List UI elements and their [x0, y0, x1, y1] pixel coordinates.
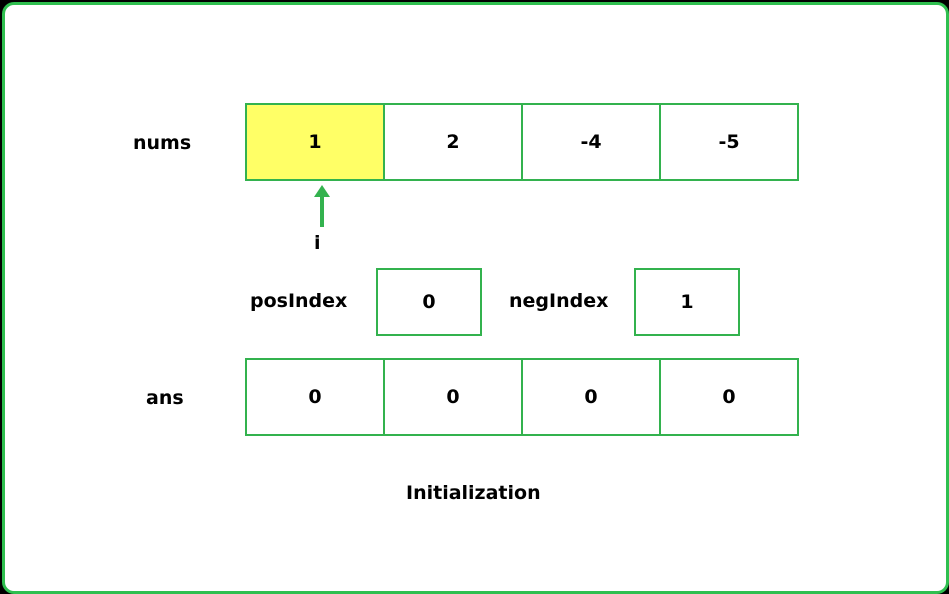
- ans-cell: 0: [385, 360, 523, 434]
- pointer-label: i: [314, 232, 321, 254]
- ans-array: 0 0 0 0: [245, 358, 799, 436]
- ans-cell: 0: [247, 360, 385, 434]
- nums-array: 1 2 -4 -5: [245, 103, 799, 181]
- caption: Initialization: [406, 482, 541, 504]
- nums-label: nums: [133, 132, 192, 154]
- nums-cell: -4: [523, 105, 661, 179]
- nums-cell: 2: [385, 105, 523, 179]
- pos-index-box: 0: [376, 268, 482, 336]
- nums-cell: 1: [247, 105, 385, 179]
- pointer-arrow-icon: [314, 185, 330, 227]
- nums-cell: -5: [718, 131, 740, 153]
- ans-cell: 0: [722, 386, 736, 408]
- neg-index-label: negIndex: [509, 290, 609, 312]
- ans-cell: 0: [523, 360, 661, 434]
- pos-index-label: posIndex: [250, 290, 348, 312]
- neg-index-box: 1: [634, 268, 740, 336]
- ans-label: ans: [146, 387, 184, 409]
